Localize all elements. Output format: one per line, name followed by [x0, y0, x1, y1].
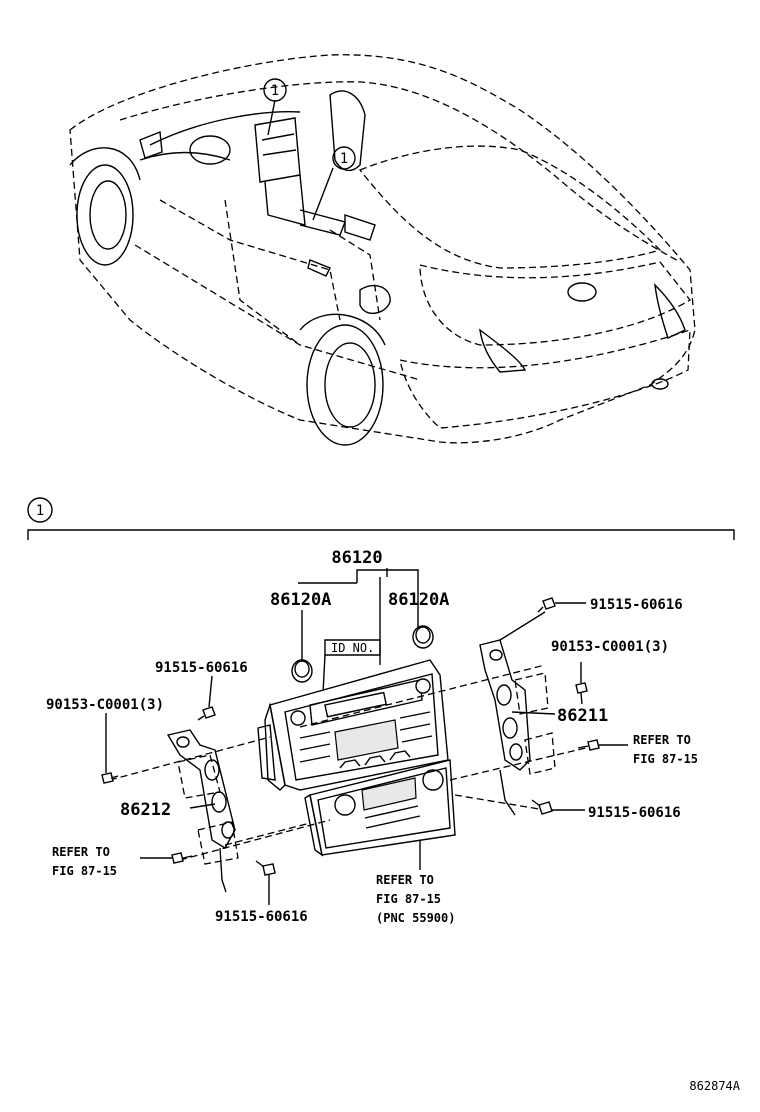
part-label-screw-left-upper: 91515-60616	[155, 660, 248, 676]
bolt-right	[575, 682, 588, 705]
assembly-view	[101, 568, 628, 905]
refer-right-line2: FIG 87-15	[633, 752, 698, 766]
screw-right-lower	[531, 799, 553, 815]
refer-bottom-line2: FIG 87-15	[376, 892, 441, 906]
refer-left-line1: REFER TO	[52, 845, 110, 859]
part-label-bolt-left: 90153-C0001(3)	[46, 697, 164, 713]
callout-number: 1	[271, 83, 279, 99]
figure-code: 862874A	[689, 1079, 740, 1093]
part-label-86212: 86212	[120, 800, 171, 820]
knob-right	[412, 625, 434, 649]
screw-left-upper	[197, 706, 216, 721]
part-label-86120a-right: 86120A	[388, 590, 449, 610]
section-bracket-line	[27, 529, 735, 540]
refer-bottom-line1: REFER TO	[376, 873, 434, 887]
callout-circle-top-b: 1	[332, 146, 356, 170]
screw-top-right	[537, 597, 556, 613]
part-label-bolt-right: 90153-C0001(3)	[551, 639, 669, 655]
climate-control-panel	[304, 759, 456, 857]
part-label-86120a-left: 86120A	[270, 590, 331, 610]
car-illustration	[69, 54, 696, 446]
bolt-left	[101, 772, 119, 784]
part-label-screw-top-right: 91515-60616	[590, 597, 683, 613]
callout-circle-top-a: 1	[263, 78, 287, 102]
id-no-label: ID NO.	[331, 641, 374, 655]
refer-bottom-line3: (PNC 55900)	[376, 911, 455, 925]
bolt-right-lower	[577, 739, 600, 751]
callout-number: 1	[36, 503, 44, 519]
bracket-left	[166, 729, 236, 893]
refer-left-line2: FIG 87-15	[52, 864, 117, 878]
audio-head-unit	[257, 659, 449, 791]
part-label-86211: 86211	[557, 706, 608, 726]
knob-left	[291, 659, 313, 683]
bolt-left-lower	[171, 852, 193, 864]
refer-right-line1: REFER TO	[633, 733, 691, 747]
part-label-86120: 86120	[331, 548, 382, 568]
part-label-screw-right-lower: 91515-60616	[588, 805, 681, 821]
callout-number: 1	[340, 151, 348, 167]
bracket-right	[479, 639, 531, 816]
part-label-screw-left-lower: 91515-60616	[215, 909, 308, 925]
section-callout: 1	[27, 497, 53, 523]
screw-left-lower	[255, 860, 276, 876]
